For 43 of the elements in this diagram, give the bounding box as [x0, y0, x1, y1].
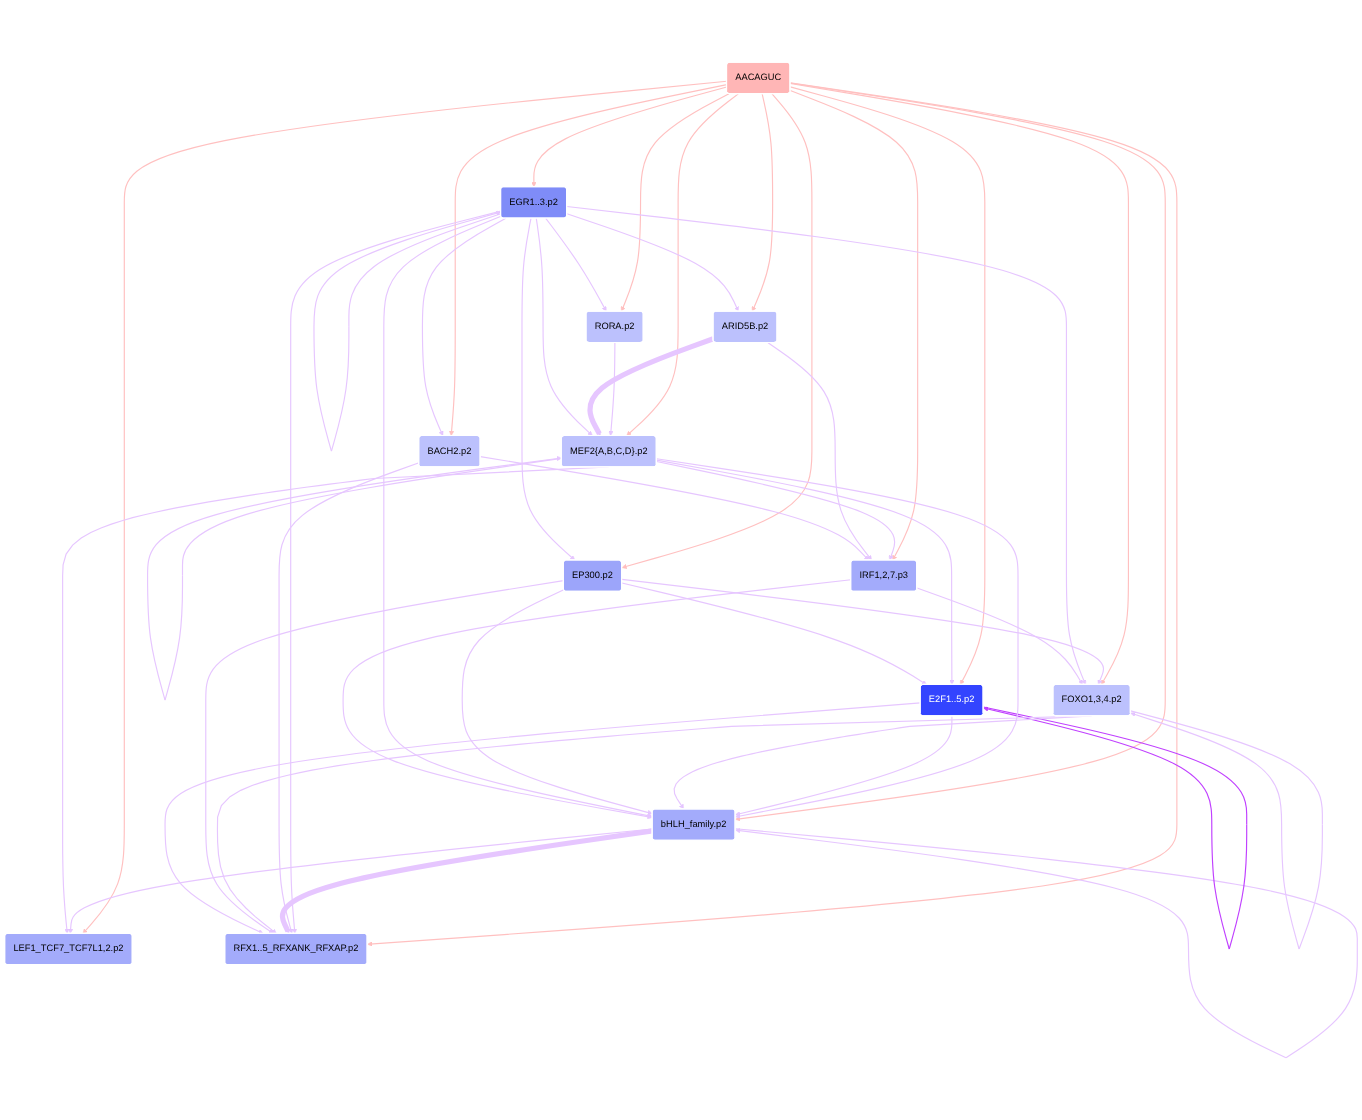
- arrow: [461, 589, 653, 815]
- arrow: [449, 84, 728, 437]
- arrow: [621, 582, 927, 685]
- arrow: [147, 456, 563, 701]
- arrow: [421, 217, 507, 437]
- arrow: [587, 336, 715, 437]
- arrow: [68, 828, 653, 934]
- arrow: [656, 458, 1019, 819]
- arrow: [545, 217, 607, 312]
- arrow: [620, 93, 730, 312]
- arrow: [164, 702, 922, 934]
- arrow: [789, 89, 919, 561]
- arrow: [656, 460, 896, 561]
- arrow: [383, 215, 653, 819]
- arrow: [626, 93, 739, 437]
- arrow: [290, 210, 502, 934]
- arrow: [734, 828, 1358, 1059]
- arrow: [521, 217, 576, 561]
- arrow: [566, 205, 1087, 685]
- arrow: [479, 456, 870, 561]
- arrow: [982, 706, 1248, 950]
- arrow: [621, 93, 813, 569]
- arrow: [342, 579, 852, 820]
- arrow: [767, 342, 872, 561]
- arrow: [82, 80, 728, 934]
- arrow: [621, 578, 1105, 685]
- arrow: [205, 580, 565, 934]
- arrow: [789, 86, 986, 685]
- arrow: [735, 82, 1166, 822]
- arrow: [608, 342, 616, 437]
- arrow: [751, 93, 774, 312]
- arrow: [1130, 710, 1323, 950]
- arrow: [280, 828, 653, 934]
- arrow: [278, 462, 420, 934]
- arrow: [566, 213, 739, 312]
- arrow: [735, 715, 953, 817]
- arrow: [656, 459, 955, 685]
- arrow: [367, 82, 1178, 947]
- arrow: [531, 86, 728, 188]
- arrow: [535, 217, 593, 437]
- arrow: [313, 210, 502, 452]
- arrow: [789, 82, 1129, 685]
- arrow: [916, 587, 1083, 685]
